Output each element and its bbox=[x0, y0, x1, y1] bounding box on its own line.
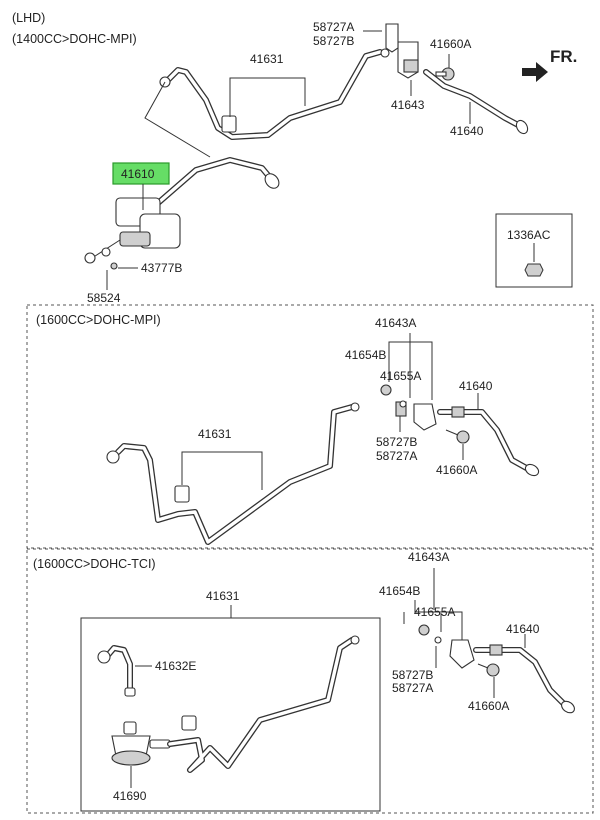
section-1600cc-mpi: (1600CC>DOHC-MPI) bbox=[26, 304, 594, 549]
section-lhd-subtitle: (1400CC>DOHC-MPI) bbox=[12, 32, 137, 46]
section-1600cc-tci: (1600CC>DOHC-TCI) bbox=[26, 548, 594, 814]
part-label-41640-mpi[interactable]: 41640 bbox=[459, 379, 493, 393]
bolt-41660a-mpi bbox=[445, 429, 470, 444]
part-label-41660a-mpi[interactable]: 41660A bbox=[436, 463, 477, 477]
part-label-1336ac[interactable]: 1336AC bbox=[507, 228, 551, 242]
section-lhd-title: (LHD) bbox=[12, 11, 45, 25]
clutch-tube-41631-mpi bbox=[106, 402, 360, 545]
part-label-41643a-mpi[interactable]: 41643A bbox=[375, 316, 416, 330]
part-label-41654b-mpi[interactable]: 41654B bbox=[345, 348, 386, 362]
part-label-58727a-tci[interactable]: 58727A bbox=[392, 681, 433, 695]
bolt-41660a bbox=[435, 67, 455, 81]
part-label-41631-tci[interactable]: 41631 bbox=[206, 589, 240, 603]
part-label-41660a[interactable]: 41660A bbox=[430, 37, 471, 51]
tube-subassembly-box bbox=[80, 617, 381, 812]
section-mpi-title: (1600CC>DOHC-MPI) bbox=[36, 313, 161, 327]
part-label-41655a-mpi[interactable]: 41655A bbox=[380, 369, 421, 383]
part-label-41654b-tci[interactable]: 41654B bbox=[379, 584, 420, 598]
part-label-41632e-tci[interactable]: 41632E bbox=[155, 659, 196, 673]
part-label-58727a-mpi[interactable]: 58727A bbox=[376, 449, 417, 463]
bracket-41643a-mpi bbox=[380, 384, 437, 431]
nut-icon bbox=[524, 263, 544, 277]
part-label-41655a-tci[interactable]: 41655A bbox=[414, 605, 455, 619]
clutch-tube-41631-upper bbox=[159, 48, 390, 140]
part-label-41640[interactable]: 41640 bbox=[450, 124, 484, 138]
part-41610-highlight bbox=[112, 162, 170, 185]
front-direction-label: FR. bbox=[550, 47, 577, 66]
slave-cylinder-41690 bbox=[111, 721, 171, 766]
clutch-hose-41640-tci bbox=[473, 644, 575, 714]
part-label-41640-tci[interactable]: 41640 bbox=[506, 622, 540, 636]
clutch-tube-41631-tci bbox=[167, 635, 360, 773]
part-label-41610[interactable]: 41610 bbox=[121, 167, 155, 181]
clutch-hose-41640-mpi bbox=[437, 406, 540, 477]
part-label-41660a-tci[interactable]: 41660A bbox=[468, 699, 509, 713]
bolt-41660a-tci bbox=[477, 663, 500, 677]
section-lhd-1400cc: (LHD) (1400CC>DOHC-MPI) FR. bbox=[12, 11, 577, 305]
front-direction-arrow-icon bbox=[522, 62, 548, 82]
part-label-58524[interactable]: 58524 bbox=[87, 291, 121, 305]
bracket-41643a-tci bbox=[418, 624, 475, 669]
section-tci-title: (1600CC>DOHC-TCI) bbox=[33, 557, 156, 571]
part-label-58727b-tci[interactable]: 58727B bbox=[392, 668, 433, 682]
part-label-41631-mpi[interactable]: 41631 bbox=[198, 427, 232, 441]
part-label-41643[interactable]: 41643 bbox=[391, 98, 425, 112]
part-label-58727a[interactable]: 58727A bbox=[313, 20, 354, 34]
part-label-58727b-mpi[interactable]: 58727B bbox=[376, 435, 417, 449]
part-label-58727b[interactable]: 58727B bbox=[313, 34, 354, 48]
part-label-43777b[interactable]: 43777B bbox=[141, 261, 182, 275]
clutch-bracket-41643 bbox=[385, 23, 419, 79]
clutch-master-cylinder-41610 bbox=[84, 157, 280, 270]
part-box-1336ac: 1336AC bbox=[495, 213, 573, 288]
part-label-41643a-tci[interactable]: 41643A bbox=[408, 550, 449, 564]
part-label-41690-tci[interactable]: 41690 bbox=[113, 789, 147, 803]
part-label-41631[interactable]: 41631 bbox=[250, 52, 284, 66]
clutch-tube-41632e-tci bbox=[97, 645, 136, 697]
clutch-hose-41640 bbox=[423, 69, 529, 135]
